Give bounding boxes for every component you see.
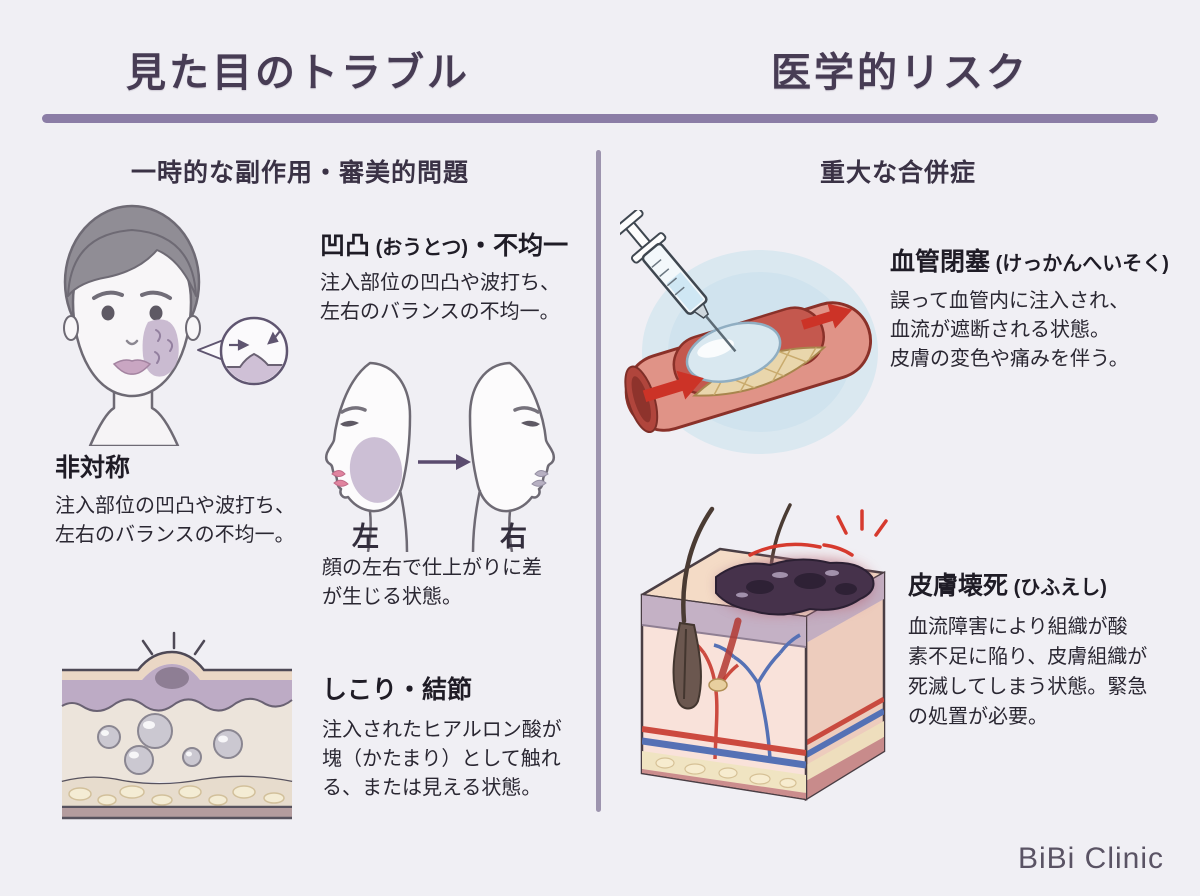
- magnifier-arrows: [229, 330, 281, 351]
- necrosis-body: 血流障害により組織が酸 素不足に陥り、皮膚組織が 死滅してしまう状態。緊急 の処…: [908, 616, 1148, 728]
- front-face-layers: [642, 595, 806, 799]
- eyebrow-left: [92, 290, 124, 300]
- skin-necrosis-block-illustration: [640, 503, 888, 802]
- hair-front: [67, 229, 197, 297]
- label-left: 左: [352, 522, 379, 552]
- ischemic-streak: [716, 617, 742, 685]
- right-column-subtitle: 重大な合併症: [819, 159, 976, 187]
- ear-right: [185, 315, 201, 341]
- blood-flow-arrows: [642, 303, 853, 402]
- asymmetry-body: 注入部位の凹凸や波打ち、 左右のバランスの不均一。: [55, 495, 295, 546]
- right-profile: [468, 361, 556, 552]
- fat-cells: [68, 785, 285, 806]
- necrotic-glints: [736, 570, 839, 598]
- occlusion-heading: 血管閉塞 (けっかんへいそく): [890, 248, 1169, 276]
- magnifier-bump-detail: [222, 352, 286, 383]
- left-column-subtitle: 一時的な副作用・審美的問題: [130, 159, 469, 187]
- skin-surface-band: [62, 652, 292, 680]
- syringe-icon: [620, 210, 737, 353]
- irritation-lines: [748, 509, 888, 557]
- blood-vessel: [624, 301, 873, 434]
- horizontal-divider: [42, 114, 1158, 123]
- occluded-blood-vessel-syringe-illustration: [620, 210, 878, 454]
- profile-cheek-patch: [349, 437, 403, 503]
- label-right: 右: [500, 522, 527, 552]
- left-column-title: 見た目のトラブル: [126, 51, 470, 95]
- eye-left: [101, 305, 115, 321]
- left-profile: [324, 361, 412, 552]
- bottom-layer: [62, 808, 292, 818]
- bump-filler-blob: [155, 667, 189, 689]
- clinic-brand: BiBi Clinic: [1017, 842, 1164, 875]
- eye-right: [149, 305, 163, 321]
- patch-marks: [154, 329, 174, 364]
- necrosis-heading: 皮膚壊死 (ひふえし): [908, 572, 1107, 600]
- unevenness-heading: 凹凸 (おうとつ)・不均一: [320, 232, 569, 260]
- hair-follicle: [672, 621, 702, 710]
- profiles-body: 顔の左右で仕上がりに差 が生じる状態。: [322, 557, 542, 608]
- skin-cross-section-lumps-illustration: [61, 631, 293, 820]
- eyebrow-right: [140, 290, 172, 300]
- lips: [112, 359, 152, 375]
- bump-emphasis-marks: [141, 631, 206, 656]
- fat-layer: [62, 776, 292, 807]
- lumps-heading: しこり・結節: [322, 676, 473, 704]
- filler-blob: [685, 321, 782, 383]
- hair-strand-1: [681, 506, 715, 624]
- lumps-body: 注入されたヒアルロン酸が 塊（かたまり）として触れ る、または見える状態。: [322, 719, 562, 799]
- front-face-illustration: [63, 204, 289, 446]
- necrotic-spots: [746, 573, 857, 595]
- unevenness-body: 注入部位の凹凸や波打ち、 左右のバランスの不均一。: [320, 272, 560, 323]
- right-column-title: 医学的リスク: [771, 51, 1029, 95]
- asymmetry-heading: 非対称: [55, 454, 131, 482]
- cheek-patch: [142, 319, 179, 377]
- profile-faces-illustration: 左 右: [324, 361, 556, 552]
- hyaluronic-lumps: [97, 713, 243, 775]
- ear-left: [63, 315, 79, 341]
- comparison-arrow: [418, 454, 471, 470]
- occlusion-body: 誤って血管内に注入され、 血流が遮断される状態。 皮膚の変色や痛みを伴う。: [890, 290, 1130, 370]
- vertical-divider: [596, 150, 601, 812]
- nose: [125, 339, 139, 346]
